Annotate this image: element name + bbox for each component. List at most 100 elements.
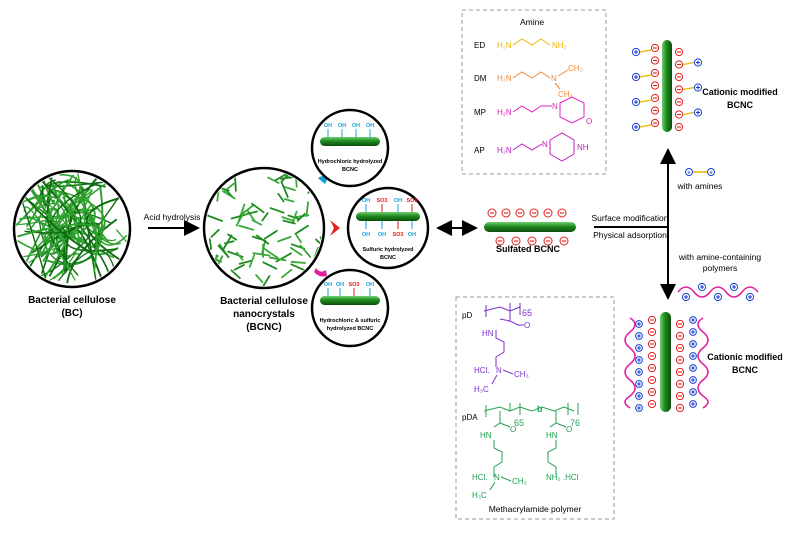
negative-charge-icon [648,388,655,395]
amine-box-title: Amine [520,17,544,27]
oh-label: OH [366,123,374,129]
oh-label: OH [324,123,332,129]
negative-charge-icon [676,380,683,387]
negative-charge-icon [651,119,658,126]
bc-circle-group [14,171,130,287]
positive-charge-icon [694,59,701,66]
so3-label: SO3 [348,282,359,288]
negative-charge-icon [516,209,524,217]
pda-o2: O [566,425,572,434]
amine-linker [640,50,651,52]
oh-label: OH [378,232,386,238]
negative-charge-icon [648,400,655,407]
dm-ch3-a: CH₃ [568,64,583,73]
negative-charge-icon [488,209,496,217]
negative-charge-icon [651,94,658,101]
positive-charge-icon [636,333,643,340]
nanocrystal-rod [286,283,296,296]
negative-charge-icon [675,123,682,130]
sulfuric-label-line1: Sulfuric hydrolyzed [362,247,413,253]
negative-charge-icon [675,61,682,68]
negative-charge-icon [676,404,683,411]
negative-charge-icon [676,392,683,399]
positive-charge-icon [690,401,697,408]
pda-n-atom: N [494,473,500,482]
positive-charge-icon [746,293,753,300]
positive-charge-icon [636,381,643,388]
sulfated-label: Sulfated BCNC [496,244,561,254]
cationic-bottom-line2: BCNC [732,365,758,375]
dm-n: N [551,74,557,83]
positive-charge-icon [730,283,737,290]
amine-linker [640,125,651,127]
mp-n: N [552,102,558,111]
hcl-label-line1: Hydrochloric hydrolyzed [318,159,383,165]
pda-abbr: pDA [462,413,478,422]
pda-hn2: HN [546,431,558,440]
negative-charge-icon [502,209,510,217]
positive-charge-icon [694,109,701,116]
positive-charge-icon [636,357,643,364]
positive-charge-icon [690,377,697,384]
negative-charge-icon [558,209,566,217]
negative-charge-icon [675,111,682,118]
hcl-rod [320,137,380,146]
ed-nh2: NH₂ [552,41,567,50]
positive-charge-icon [632,123,639,130]
negative-charge-icon [675,98,682,105]
sulfuric-rod [356,212,420,221]
positive-charge-icon [636,321,643,328]
negative-charge-icon [676,332,683,339]
positive-charge-icon [682,293,689,300]
pd-hn: HN [482,329,494,338]
dm-chain [513,72,550,78]
nanocrystal-rod [292,262,306,263]
sulfuric-label-line2: BCNC [380,255,396,261]
pd-abbr: pD [462,311,472,320]
amine-linker [640,75,651,77]
pd-n-atom: N [496,366,502,375]
polymer-box [456,297,614,519]
svg-text:+: + [687,171,691,177]
dm-h2n: H₂N [497,74,512,83]
mixed-rod [320,296,380,305]
positive-charge-icon [632,73,639,80]
oh-label: OH [366,282,374,288]
pd-hcl: HCl. [474,366,490,375]
pda-hn1: HN [480,431,492,440]
negative-charge-icon [648,328,655,335]
mp-h2n: H₂N [497,108,512,117]
positive-charge-icon [636,393,643,400]
negative-charge-icon [648,364,655,371]
polymer-box-title: Methacrylamide polymer [489,504,582,514]
pda-b: b [537,404,543,414]
nanocrystal-rod [305,274,310,281]
negative-charge-icon [651,69,658,76]
nanocrystal-rod [202,180,218,184]
mp-chain [513,106,552,112]
hcl-bcnc-circle [312,110,388,186]
pda-structure [484,403,578,477]
nanocrystal-rod [310,171,319,175]
positive-charge-icon [690,389,697,396]
bcnc-abbr: (BCNC) [246,322,282,333]
positive-charge-icon [690,365,697,372]
amine-linker [640,100,651,102]
oh-label: OH [338,123,346,129]
negative-charge-icon [648,316,655,323]
red-pointer [330,220,340,236]
ed-abbr: ED [474,41,485,50]
ap-n: N [542,140,548,149]
svg-text:+: + [709,171,713,177]
cationic-amine-rod [662,40,672,132]
ap-h2n: H₂N [497,146,512,155]
negative-charge-icon [675,73,682,80]
bc-abbr: (BC) [61,308,82,319]
cationic-top-line2: BCNC [727,100,753,110]
physical-adsorption-label: Physical adsorption [593,230,667,240]
negative-charge-icon [648,340,655,347]
positive-charge-icon [690,329,697,336]
bcnc-title-line2: nanocrystals [233,309,295,320]
